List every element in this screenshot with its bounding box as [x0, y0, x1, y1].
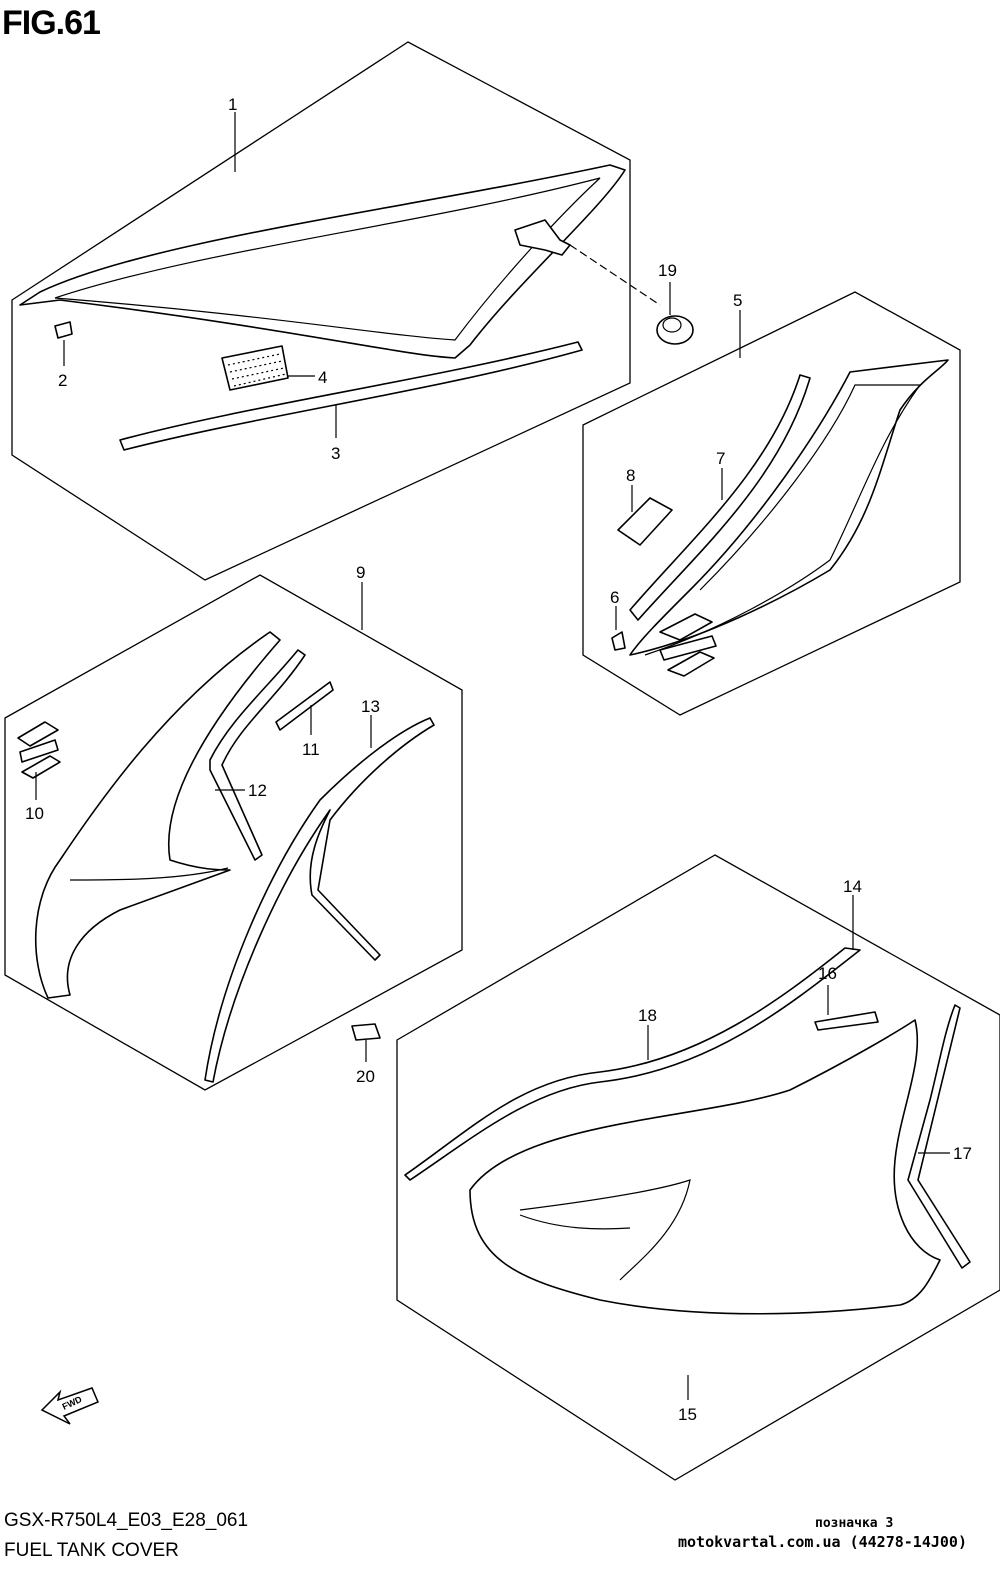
part-5-side-cover — [629, 359, 949, 656]
callout-2: 2 — [58, 371, 67, 390]
group-box-9 — [4, 574, 463, 1091]
callout-16: 16 — [818, 964, 837, 983]
part-19-grommet — [656, 315, 694, 345]
callout-7: 7 — [716, 449, 725, 468]
figure-label: FIG.61 — [2, 4, 101, 42]
callout-3: 3 — [331, 444, 340, 463]
callout-14: 14 — [843, 877, 862, 896]
callout-9: 9 — [356, 563, 365, 582]
callout-1: 1 — [228, 95, 237, 114]
fwd-arrow-icon: FWD — [40, 1387, 99, 1425]
part-11-strip — [275, 681, 334, 731]
callout-6: 6 — [610, 588, 619, 607]
callout-20: 20 — [356, 1067, 375, 1086]
part-10-emblem — [17, 721, 61, 779]
part-4-mesh — [221, 345, 289, 391]
callout-13: 13 — [361, 697, 380, 716]
callout-5: 5 — [733, 291, 742, 310]
callout-4: 4 — [318, 368, 327, 387]
callout-10: 10 — [25, 804, 44, 823]
diagram-title: FUEL TANK COVER — [4, 1540, 179, 1561]
part-7-strip — [629, 374, 811, 621]
part-2-clip — [54, 321, 73, 339]
part-18-strip — [404, 947, 861, 1181]
part-8-pad — [617, 497, 673, 546]
group-box-5 — [582, 291, 961, 716]
part-14-side-cover — [469, 1019, 941, 1315]
part-17-strip — [907, 1004, 971, 1269]
part-20-clip — [351, 1023, 381, 1041]
part-16-strip — [814, 1011, 879, 1031]
group-box-14 — [396, 854, 1000, 1481]
callout-8: 8 — [626, 466, 635, 485]
part-13-strip — [204, 717, 435, 1083]
callout-12: 12 — [248, 781, 267, 800]
callout-15: 15 — [678, 1405, 697, 1424]
model-code: GSX-R750L4_E03_E28_061 — [4, 1510, 249, 1531]
callout-19: 19 — [658, 261, 677, 280]
watermark-line-1: позначка 3 — [815, 1516, 894, 1531]
part-12-strip — [209, 649, 306, 861]
callout-18: 18 — [638, 1006, 657, 1025]
watermark-line-2: motokvartal.com.ua (44278-14J00) — [678, 1533, 967, 1551]
part-9-side-cover — [34, 631, 281, 999]
callout-11: 11 — [302, 740, 320, 759]
part-1-cover — [19, 164, 626, 359]
group-box-1 — [11, 41, 631, 581]
part-15-emblem — [659, 613, 717, 677]
part-6-clip — [611, 631, 626, 651]
callout-17: 17 — [953, 1144, 972, 1163]
part-3-strip — [119, 341, 583, 451]
